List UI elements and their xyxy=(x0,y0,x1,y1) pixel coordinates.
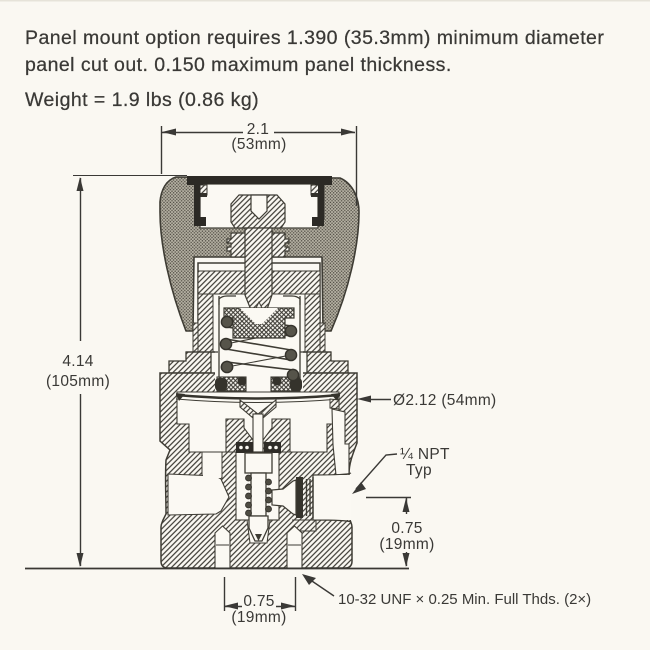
svg-text:Panel mount option requires 1.: Panel mount option requires 1.390 (35.3m… xyxy=(25,27,604,49)
svg-text:(105mm): (105mm) xyxy=(46,373,110,390)
svg-text:0.75: 0.75 xyxy=(243,593,274,610)
svg-text:4.14: 4.14 xyxy=(62,353,93,370)
svg-text:2.1: 2.1 xyxy=(247,121,269,138)
svg-text:Weight = 1.9 lbs (0.86 kg): Weight = 1.9 lbs (0.86 kg) xyxy=(25,89,259,111)
svg-text:panel cut out. 0.150 maximum p: panel cut out. 0.150 maximum panel thick… xyxy=(25,54,452,76)
svg-text:¼ NPT: ¼ NPT xyxy=(400,446,450,463)
svg-text:(53mm): (53mm) xyxy=(231,136,286,153)
svg-text:10-32 UNF × 0.25 Min. Full Thd: 10-32 UNF × 0.25 Min. Full Thds. (2×) xyxy=(338,591,591,608)
svg-text:Ø2.12 (54mm): Ø2.12 (54mm) xyxy=(393,392,497,409)
svg-text:0.75: 0.75 xyxy=(391,520,422,537)
svg-text:Typ: Typ xyxy=(406,462,432,479)
svg-text:(19mm): (19mm) xyxy=(379,536,434,553)
svg-text:(19mm): (19mm) xyxy=(231,609,286,626)
